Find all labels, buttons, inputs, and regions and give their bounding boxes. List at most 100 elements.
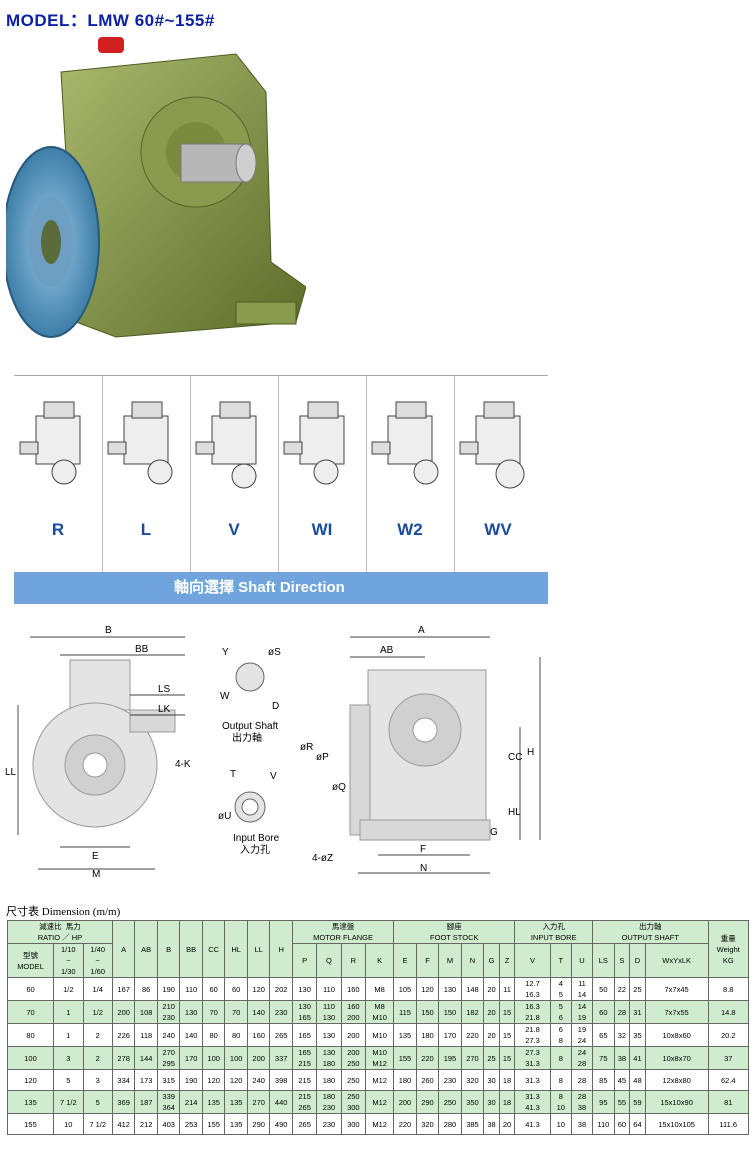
cell-kg: 20.2 — [707, 1023, 749, 1047]
cell-ab: 212 — [134, 1113, 158, 1135]
cell-e: 180 — [393, 1069, 417, 1091]
cell-h: 490 — [269, 1113, 293, 1135]
gearbox-sketch-icon — [107, 401, 173, 485]
gearbox-sketch-icon — [459, 401, 525, 489]
cell-ab: 144 — [134, 1046, 158, 1070]
cell-m: 280 — [438, 1113, 462, 1135]
cell-z: 11 — [498, 977, 516, 1001]
cell-bb: 110 — [179, 977, 203, 1001]
dim-y: Y — [222, 647, 229, 658]
dim-ls: LS — [158, 684, 171, 695]
cell-kg: 14.8 — [707, 1000, 749, 1024]
shaft-label: L — [140, 520, 152, 539]
shaft-label: W2 — [397, 520, 423, 539]
cell-q: 180 — [316, 1069, 342, 1091]
cell-model: 135 — [6, 1090, 55, 1114]
cell-d: 35 — [629, 1023, 646, 1047]
cell-a: 369 — [111, 1090, 136, 1114]
dim-a: A — [418, 625, 425, 636]
cell-m: 195 — [438, 1046, 462, 1070]
output-shaft-label: Output Shaft — [222, 721, 278, 732]
cell-r: 250 — [340, 1069, 367, 1091]
dim-b: B — [105, 625, 112, 636]
dim-m: M — [92, 869, 100, 880]
cell-m: 130 — [438, 977, 462, 1001]
cell-k: M12 — [365, 1113, 395, 1135]
cell-r1: 7 1/2 — [53, 1090, 84, 1114]
cell-ll: 120 — [246, 977, 271, 1001]
cell-z: 15 — [498, 1000, 516, 1024]
cell-h: 440 — [269, 1090, 293, 1114]
dim-w: W — [220, 691, 230, 702]
dim-d: D — [272, 701, 279, 712]
cell-hl: 100 — [224, 1046, 248, 1070]
cell-r1: 1 — [53, 1023, 84, 1047]
cell-z: 15 — [498, 1023, 516, 1047]
cell-m: 250 — [438, 1090, 462, 1114]
cell-hl: 135 — [224, 1090, 248, 1114]
cell-ls: 75 — [592, 1046, 615, 1070]
dimension-drawings: B BB LS LK 4-K LL E M Y øS W D Output Sh… — [5, 625, 541, 880]
cell-z: 20 — [498, 1113, 516, 1135]
page-title: MODEL：LMW 60#~155# — [6, 11, 215, 30]
dim-lk: LK — [158, 704, 171, 715]
cell-g: 20 — [483, 1023, 500, 1047]
cell-r2: 2 — [82, 1046, 113, 1070]
cell-e: 155 — [393, 1046, 417, 1070]
cell-u: 38 — [570, 1113, 594, 1135]
shaft-label: R — [51, 520, 65, 539]
cell-b: 240 — [156, 1023, 181, 1047]
cell-a: 200 — [111, 1000, 136, 1024]
cell-bb: 253 — [179, 1113, 203, 1135]
shaft-direction-banner: 軸向選擇 Shaft Direction — [14, 572, 548, 604]
cell-v: 41.3 — [514, 1113, 551, 1135]
cell-wylk: 7x7x45 — [644, 977, 709, 1001]
gearbox-sketch-icon — [195, 401, 257, 489]
cell-cc: 60 — [201, 977, 226, 1001]
dim-cc: CC — [508, 752, 522, 763]
cell-kg: 111.6 — [707, 1113, 749, 1135]
cell-h: 202 — [269, 977, 293, 1001]
cell-ll: 290 — [246, 1113, 271, 1135]
dim-phi-p: øP — [316, 752, 329, 763]
cell-p: 265 — [291, 1113, 318, 1135]
cell-hl: 80 — [224, 1023, 248, 1047]
shaft-option-w2: W2 — [366, 376, 455, 576]
cell-r1: 1 — [53, 1000, 84, 1024]
cell-r2: 3 — [82, 1069, 113, 1091]
cell-ll: 270 — [246, 1090, 271, 1114]
dim-hl: HL — [508, 807, 521, 818]
cell-d: 25 — [629, 977, 646, 1001]
cell-r1: 5 — [53, 1069, 84, 1091]
cell-ls: 85 — [592, 1069, 615, 1091]
cell-hl: 135 — [224, 1113, 248, 1135]
cell-k: M10 — [365, 1023, 395, 1047]
cell-m: 150 — [438, 1000, 462, 1024]
cell-k: M12 — [365, 1090, 395, 1114]
cell-kg: 8.8 — [707, 977, 749, 1001]
cell-ls: 110 — [592, 1113, 615, 1135]
cell-kg: 62.4 — [707, 1069, 749, 1091]
shaft-option-r: R — [14, 376, 103, 576]
dim-phi-u: øU — [218, 811, 231, 822]
cell-ls: 50 — [592, 977, 615, 1001]
cell-f: 150 — [415, 1000, 440, 1024]
cell-z: 15 — [498, 1046, 516, 1070]
cell-wylk: 10x8x70 — [644, 1046, 709, 1070]
cell-e: 220 — [393, 1113, 417, 1135]
table-caption: 尺寸表 Dimension (m/m) — [6, 906, 121, 918]
